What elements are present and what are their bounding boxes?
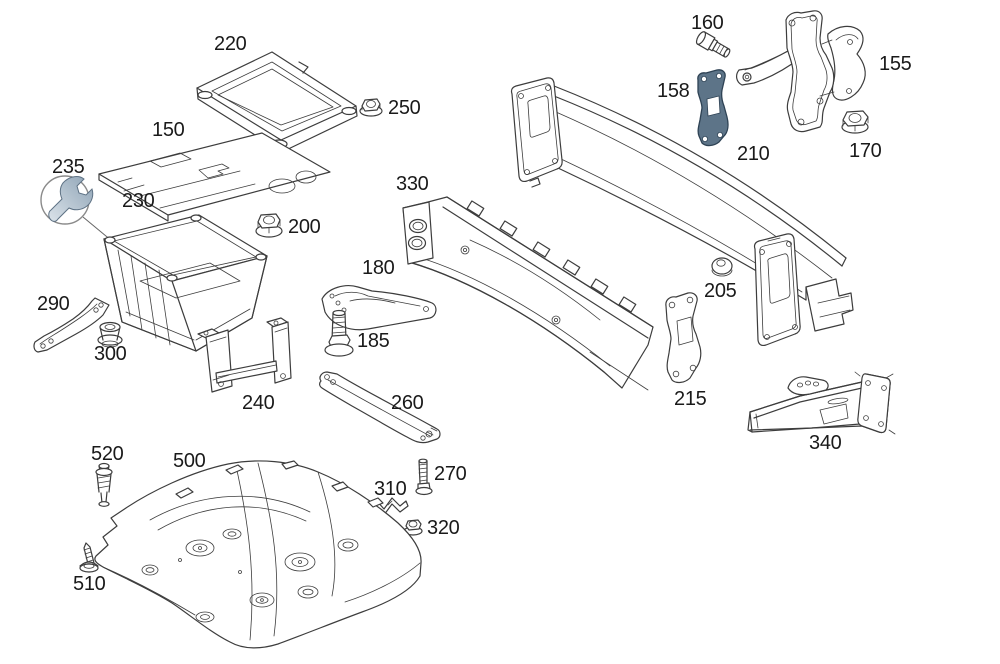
part-240-drawing: [197, 317, 292, 393]
part-label-290[interactable]: 290: [37, 293, 70, 315]
part-150-drawing: [98, 132, 331, 222]
part-label-205[interactable]: 205: [704, 280, 737, 302]
part-185-drawing: [324, 309, 354, 357]
part-label-240[interactable]: 240: [242, 392, 275, 414]
part-label-520[interactable]: 520: [91, 443, 124, 465]
part-340-drawing: [747, 371, 896, 435]
part-label-270[interactable]: 270: [434, 463, 467, 485]
part-180-drawing: [321, 285, 437, 331]
part-label-230[interactable]: 230: [122, 190, 155, 212]
part-155-drawing: [736, 10, 866, 133]
part-label-235[interactable]: 235: [52, 156, 85, 178]
part-158-drawing: [697, 69, 729, 147]
part-label-250[interactable]: 250: [388, 97, 421, 119]
part-label-185[interactable]: 185: [357, 330, 390, 352]
part-label-160[interactable]: 160: [691, 12, 724, 34]
part-label-215[interactable]: 215: [674, 388, 707, 410]
part-label-510[interactable]: 510: [73, 573, 106, 595]
part-510-drawing: [79, 542, 99, 573]
part-label-330[interactable]: 330: [396, 173, 429, 195]
part-500-drawing: [94, 460, 422, 649]
part-label-300[interactable]: 300: [94, 343, 127, 365]
part-170-drawing: [841, 110, 869, 134]
part-230-drawing: [103, 214, 268, 352]
wrench-icon: [48, 176, 94, 222]
part-label-170[interactable]: 170: [849, 140, 882, 162]
part-205-drawing: [711, 257, 733, 277]
part-250-drawing: [359, 98, 383, 117]
part-235-drawing: [40, 175, 119, 247]
part-290-drawing: [33, 297, 110, 353]
part-220-drawing: [196, 51, 358, 153]
part-520-drawing: [95, 462, 113, 507]
part-label-200[interactable]: 200: [288, 216, 321, 238]
part-label-158[interactable]: 158: [657, 80, 690, 102]
part-160-drawing: [695, 31, 731, 58]
part-label-180[interactable]: 180: [362, 257, 395, 279]
part-label-150[interactable]: 150: [152, 119, 185, 141]
part-300-drawing: [97, 321, 123, 348]
part-label-320[interactable]: 320: [427, 517, 460, 539]
part-label-155[interactable]: 155: [879, 53, 912, 75]
part-label-260[interactable]: 260: [391, 392, 424, 414]
part-label-500[interactable]: 500: [173, 450, 206, 472]
part-260-drawing: [319, 371, 441, 444]
part-label-310[interactable]: 310: [374, 478, 407, 500]
part-label-340[interactable]: 340: [809, 432, 842, 454]
part-200-drawing: [255, 213, 283, 238]
part-210-drawing: [510, 77, 854, 347]
part-215-drawing: [665, 292, 702, 384]
part-label-210[interactable]: 210: [737, 143, 770, 165]
part-270-drawing: [415, 458, 433, 496]
part-label-220[interactable]: 220: [214, 33, 247, 55]
part-330-drawing: [402, 196, 654, 391]
